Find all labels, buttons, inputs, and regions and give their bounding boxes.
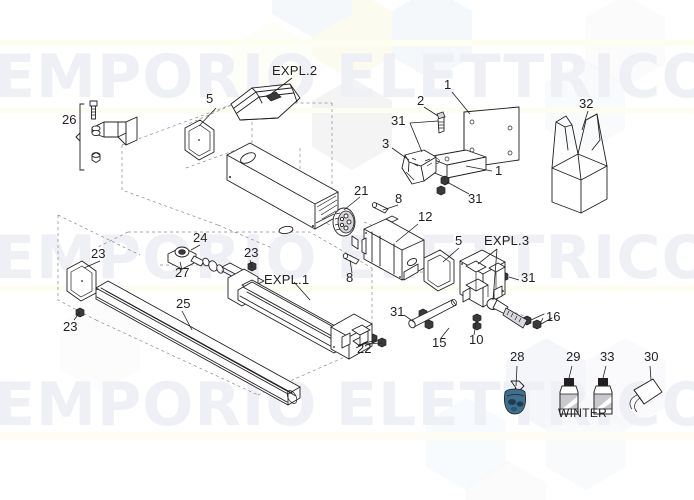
part-32-box — [551, 113, 608, 214]
callout-expl-3: EXPL.3 — [484, 233, 530, 248]
leader-lines — [73, 77, 652, 387]
callout-expl-1: EXPL.1 — [264, 272, 310, 287]
callout-32: 32 — [579, 96, 594, 111]
part-expl1-cylinder — [221, 262, 373, 360]
callout-1-block: 1 — [495, 163, 503, 178]
part-16-screws — [530, 313, 553, 325]
part-26-bracket-kit — [75, 100, 138, 171]
callout-31-pin: 31 — [390, 304, 405, 319]
part-5-gasket-upper — [184, 119, 215, 161]
part-5-gasket-lower — [423, 249, 455, 292]
callout-29: 29 — [566, 349, 581, 364]
callout-15: 15 — [432, 335, 447, 350]
winter-label: WINTER — [558, 406, 608, 420]
callout-5-lower: 5 — [455, 233, 463, 248]
part-29-oil-bottle — [559, 378, 579, 415]
part-expl2-cover — [230, 83, 301, 121]
part-1-plate — [463, 106, 520, 169]
callout-expl-2: EXPL.2 — [272, 63, 318, 78]
callout-33: 33 — [600, 349, 615, 364]
part-30-label-tag — [629, 378, 663, 413]
callout-31-upper: 31 — [391, 113, 406, 128]
part-25-cover-profile — [95, 280, 301, 406]
part-3-clamp — [401, 149, 437, 185]
part-27-rod-eye — [167, 246, 224, 274]
callout-25: 25 — [176, 296, 191, 311]
part-21-coupling — [332, 207, 356, 237]
callout-12: 12 — [418, 209, 433, 224]
callout-8-lower: 8 — [346, 270, 354, 285]
callout-23-low: 23 — [63, 319, 78, 334]
part-2-bolt — [436, 111, 446, 134]
callout-3: 3 — [382, 136, 390, 151]
callout-8-upper: 8 — [395, 191, 403, 206]
callout-31-right: 31 — [521, 270, 536, 285]
callout-21: 21 — [354, 183, 369, 198]
callout-24: 24 — [193, 230, 208, 245]
callout-1-plate: 1 — [444, 77, 452, 92]
callout-16: 16 — [546, 309, 561, 324]
callout-10: 10 — [469, 332, 484, 347]
callout-28: 28 — [510, 349, 525, 364]
callout-23-left: 23 — [91, 246, 106, 261]
part-23-endcap — [66, 260, 97, 302]
callout-31-nut: 31 — [468, 191, 483, 206]
part-15-pin — [408, 298, 457, 329]
callout-2: 2 — [417, 93, 425, 108]
part-8-keys — [342, 202, 389, 265]
callout-5-top: 5 — [206, 91, 214, 106]
part-28-grease-sachet — [504, 380, 526, 415]
callout-26: 26 — [62, 112, 77, 127]
callout-23-mid: 23 — [244, 245, 259, 260]
callout-22: 22 — [357, 341, 372, 356]
callout-27: 27 — [175, 265, 190, 280]
part-expl3-pump — [459, 249, 528, 331]
callout-30: 30 — [644, 349, 659, 364]
part-33-winter-bottle — [593, 378, 613, 415]
